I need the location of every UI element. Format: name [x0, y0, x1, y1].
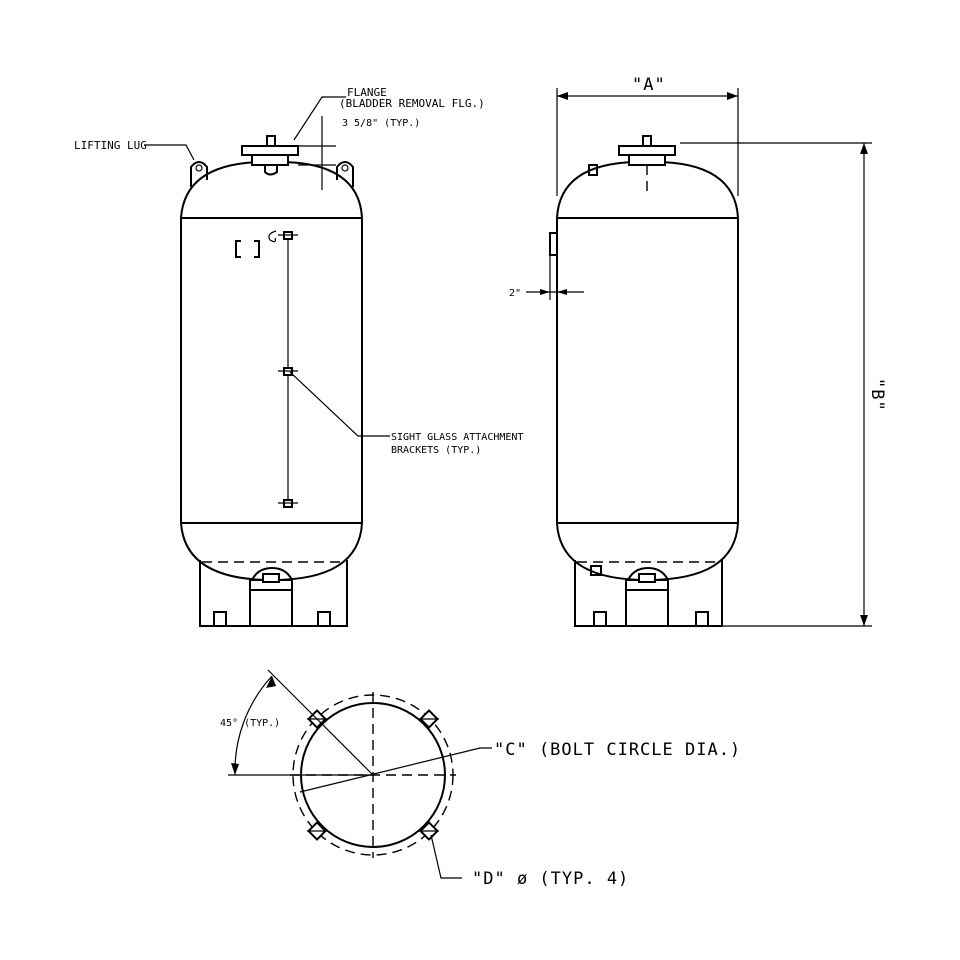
sight-glass-bracket-top	[278, 231, 298, 240]
dim-b-label: "B"	[867, 378, 887, 412]
lifting-lug-label: LIFTING LUG	[74, 139, 147, 152]
front-anchor-right	[317, 611, 331, 627]
front-bottom-nozzle	[249, 566, 293, 626]
angle-radial-line	[267, 669, 374, 776]
sight-glass-label-1: SIGHT GLASS ATTACHMENT	[391, 432, 523, 443]
side-bottom-nozzle	[625, 566, 669, 626]
angle-arc	[234, 675, 273, 776]
dim-a-arrow-right	[727, 92, 738, 100]
side-anchor-left	[593, 611, 607, 627]
two-inch-label: 2"	[509, 288, 521, 299]
side-view: "A" "B" 2"	[509, 75, 887, 627]
two-inch-arrow	[557, 289, 567, 295]
connection-symbol	[268, 230, 277, 243]
angle-arrow-bottom	[231, 763, 239, 775]
dim-b-arrow-top	[860, 143, 868, 154]
angle-arrow-top	[266, 676, 276, 688]
plan-view: 45° (TYP.) "C" (BOLT CIRCLE DIA.) "D" ø …	[220, 669, 741, 889]
side-base-skirt	[574, 560, 723, 627]
two-inch-arrow-left	[540, 289, 550, 295]
bolt-hole-ne	[419, 709, 439, 729]
flange-height-label: 3 5/8" (TYP.)	[342, 118, 420, 129]
flange-label: FLANGE	[347, 86, 387, 99]
nozzle-bracket-right	[254, 240, 260, 258]
front-base-skirt	[199, 560, 348, 627]
side-anchor-right	[695, 611, 709, 627]
side-vessel-shell	[556, 160, 739, 582]
front-view: LIFTING LUG FLANGE (BLADDER REMOVAL FLG.…	[74, 86, 523, 627]
front-flange	[241, 135, 299, 176]
flange-leader	[293, 96, 346, 141]
sight-glass-bracket-middle	[278, 367, 298, 376]
hole-dia-label: "D" ø (TYP. 4)	[472, 869, 629, 889]
bolt-hole-sw	[307, 821, 327, 841]
side-flange	[618, 135, 676, 196]
angle-label: 45° (TYP.)	[220, 718, 280, 729]
front-vessel-shell	[180, 160, 363, 582]
dim-a-arrow-left	[557, 92, 568, 100]
sight-glass-bracket-bottom	[278, 499, 298, 508]
sight-glass-leader	[289, 371, 390, 437]
lifting-lug-leader	[144, 144, 195, 161]
side-drain	[590, 565, 602, 576]
flange-sub-label: (BLADDER REMOVAL FLG.)	[339, 97, 485, 110]
dim-a-label: "A"	[632, 75, 666, 95]
dim-b-arrow-bottom	[860, 615, 868, 626]
lifting-lug-left	[190, 161, 208, 187]
bolt-hole-se	[419, 821, 439, 841]
bolt-circle-label: "C" (BOLT CIRCLE DIA.)	[494, 740, 741, 760]
nozzle-bracket-left	[235, 240, 241, 258]
side-lifting-lug	[588, 164, 598, 176]
front-anchor-left	[213, 611, 227, 627]
hole-dia-leader	[430, 834, 462, 879]
bolt-circle-leader	[299, 747, 492, 793]
lifting-lug-right	[336, 161, 354, 187]
sight-glass-label-2: BRACKETS (TYP.)	[391, 445, 481, 456]
side-bracket	[549, 232, 558, 256]
